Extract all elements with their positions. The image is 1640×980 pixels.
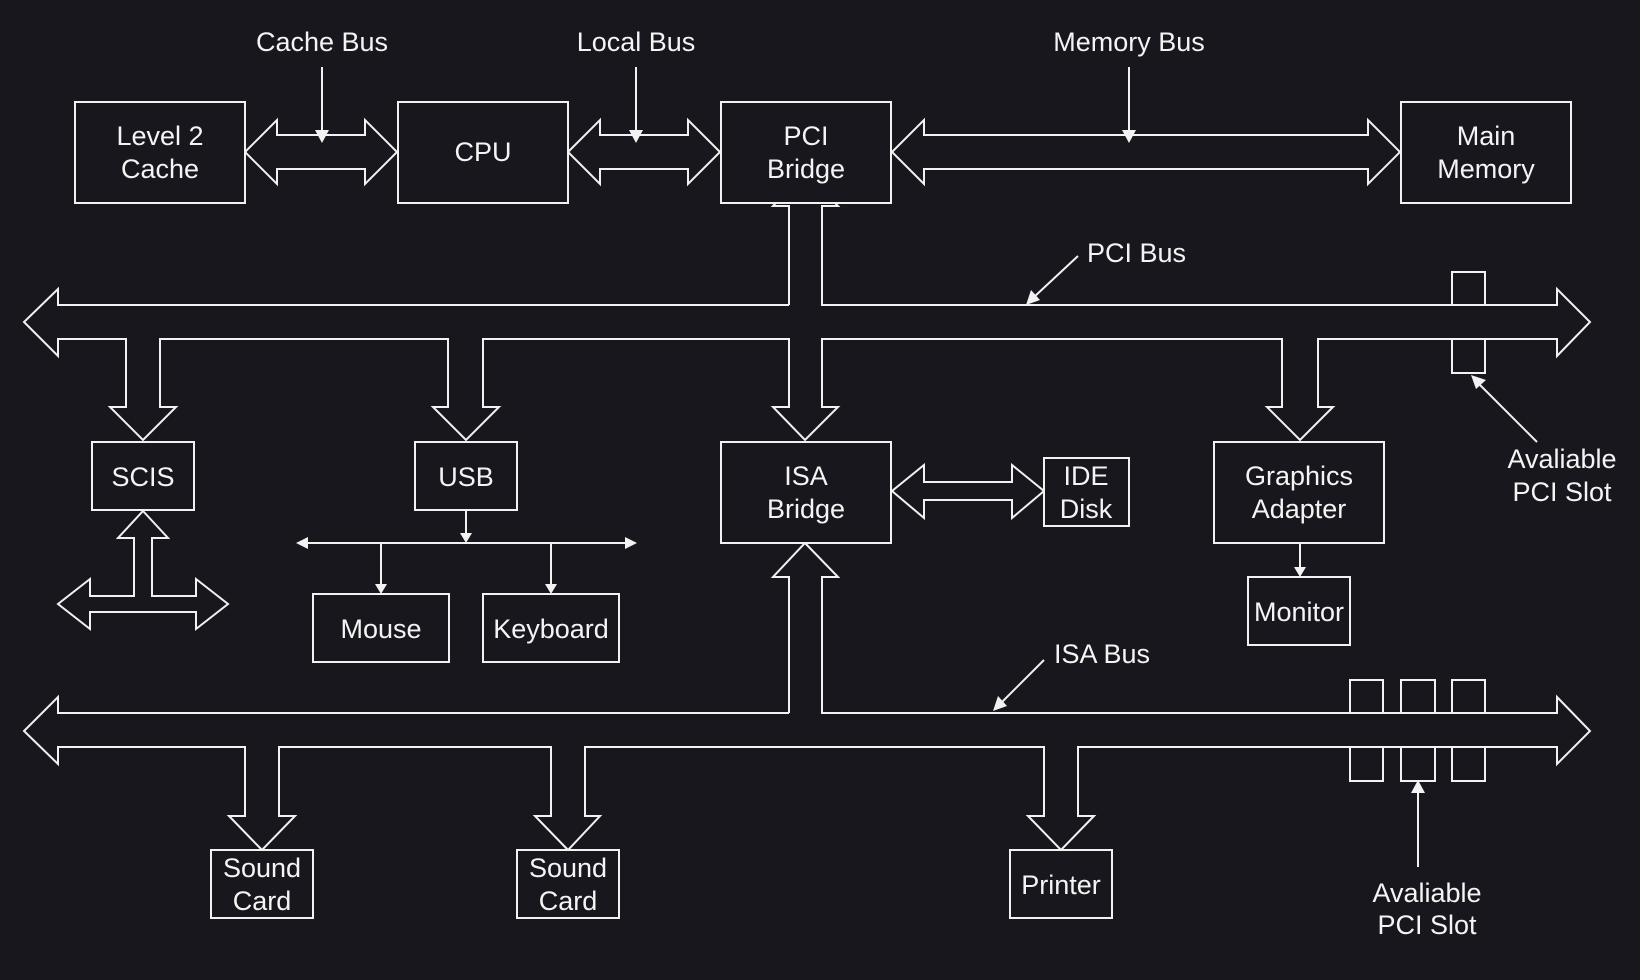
svg-text:Bridge: Bridge: [767, 154, 845, 184]
pci-bus-label: PCI Bus: [1087, 238, 1186, 268]
svg-text:Cache: Cache: [121, 154, 199, 184]
cpu-box: CPU: [397, 101, 569, 204]
local-bus-arrow: [566, 117, 722, 187]
svg-text:Sound: Sound: [223, 853, 301, 883]
svg-text:IDE: IDE: [1063, 461, 1108, 491]
pci-slot: [1451, 271, 1486, 374]
pci-slot-pointer: [1471, 375, 1538, 443]
svg-text:Avaliable: Avaliable: [1372, 878, 1481, 908]
svg-text:PCI: PCI: [783, 121, 828, 151]
local-bus-label: Local Bus: [577, 27, 696, 57]
svg-text:Main: Main: [1457, 121, 1516, 151]
isa-bus-arrow: [22, 541, 1592, 852]
sound-card-box-2: Sound Card: [516, 849, 620, 919]
scsi-external-arrow: [56, 509, 230, 632]
svg-text:Mouse: Mouse: [340, 614, 421, 644]
sound-card-box-1: Sound Card: [210, 849, 314, 919]
svg-text:Disk: Disk: [1060, 494, 1113, 524]
cache-bus-pointer: [315, 67, 329, 143]
main-memory-box: Main Memory: [1400, 101, 1572, 204]
local-bus-pointer: [629, 67, 643, 143]
ide-arrow: [890, 462, 1046, 521]
graphics-adapter-box: Graphics Adapter: [1213, 441, 1385, 544]
svg-text:CPU: CPU: [454, 137, 511, 167]
svg-text:Memory: Memory: [1437, 154, 1535, 184]
isa-slot-pointer: [1411, 780, 1425, 867]
memory-bus-arrow: [890, 117, 1402, 187]
pci-bus-pointer: [1026, 255, 1079, 305]
keyboard-box: Keyboard: [482, 593, 620, 663]
usb-box: USB: [414, 441, 518, 511]
svg-text:Card: Card: [539, 886, 598, 916]
printer-box: Printer: [1009, 849, 1113, 919]
svg-text:Monitor: Monitor: [1254, 597, 1344, 627]
usb-tree: [296, 510, 637, 594]
pci-bridge-box: PCI Bridge: [720, 101, 892, 204]
svg-text:ISA: ISA: [784, 461, 828, 491]
memory-bus-label: Memory Bus: [1053, 27, 1205, 57]
svg-text:USB: USB: [438, 462, 494, 492]
pci-slot-annotation: Avaliable PCI Slot: [1507, 444, 1616, 507]
svg-text:Graphics: Graphics: [1245, 461, 1353, 491]
level-2-cache-box: Level 2 Cache: [74, 101, 246, 204]
svg-text:Bridge: Bridge: [767, 494, 845, 524]
isa-bridge-box: ISA Bridge: [720, 441, 892, 544]
isa-bus-label: ISA Bus: [1054, 639, 1150, 669]
isa-bus-pointer: [993, 659, 1045, 711]
svg-text:Avaliable: Avaliable: [1507, 444, 1616, 474]
svg-text:Level 2: Level 2: [116, 121, 203, 151]
isa-slots: [1349, 679, 1486, 782]
svg-text:PCI Slot: PCI Slot: [1377, 910, 1477, 940]
cache-bus-label: Cache Bus: [256, 27, 388, 57]
svg-text:PCI Slot: PCI Slot: [1512, 477, 1612, 507]
pci-bus-arrow: [22, 170, 1592, 442]
monitor-box: Monitor: [1247, 576, 1351, 646]
monitor-connector: [1294, 543, 1306, 577]
mouse-box: Mouse: [312, 593, 450, 663]
svg-text:Keyboard: Keyboard: [493, 614, 609, 644]
svg-text:Card: Card: [233, 886, 292, 916]
isa-slot-annotation: Avaliable PCI Slot: [1372, 878, 1481, 940]
svg-text:Sound: Sound: [529, 853, 607, 883]
scsi-box: SCIS: [91, 441, 195, 511]
ide-disk-box: IDE Disk: [1043, 457, 1130, 527]
memory-bus-pointer: [1122, 67, 1136, 143]
svg-text:Printer: Printer: [1021, 870, 1101, 900]
svg-text:SCIS: SCIS: [111, 462, 174, 492]
svg-text:Adapter: Adapter: [1252, 494, 1347, 524]
